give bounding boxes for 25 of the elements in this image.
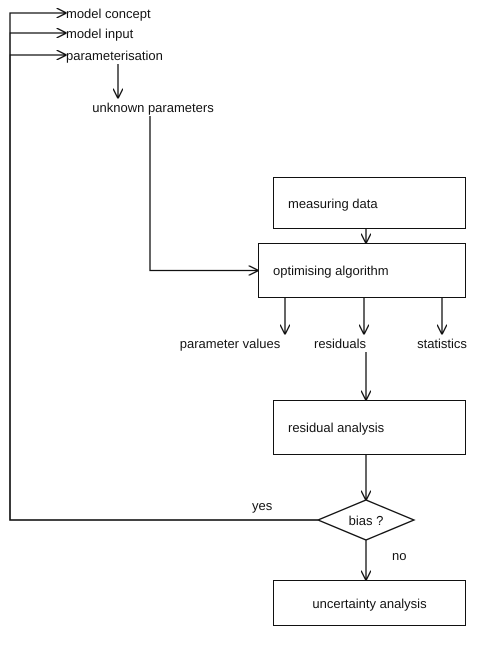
arrow (436, 298, 448, 336)
decision-label: bias ? (348, 512, 384, 528)
flow-label: model input (66, 26, 134, 40)
flow-label: parameterisation (66, 48, 163, 62)
arrow (360, 352, 372, 402)
flow-label: statistics (417, 336, 467, 350)
process-box (273, 580, 466, 626)
flow-label: parameter values (180, 336, 280, 350)
box-label: optimising algorithm (272, 263, 390, 278)
arrow (112, 64, 124, 100)
box-label: uncertainty analysis (311, 596, 428, 610)
arrow (360, 229, 372, 244)
arrow (279, 298, 291, 336)
flow-label: model concept (66, 6, 151, 20)
arrow (149, 116, 260, 276)
flow-label: residuals (314, 336, 366, 350)
arrow (360, 455, 372, 502)
flow-label: unknown parameters (92, 100, 214, 114)
process-box (273, 177, 466, 229)
arrow (360, 540, 372, 582)
box-label: measuring data (287, 196, 379, 210)
box-label: residual analysis (287, 420, 386, 435)
arrow (358, 298, 370, 336)
process-box (273, 400, 466, 455)
process-box (258, 243, 466, 298)
